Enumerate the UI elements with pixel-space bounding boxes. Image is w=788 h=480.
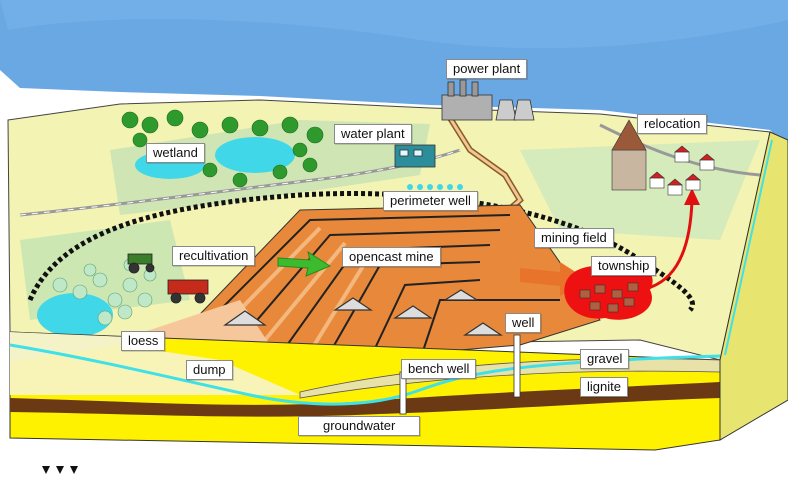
- groundwater-line: [9, 343, 721, 406]
- gravel-label: gravel: [580, 349, 630, 369]
- loess-label: loess: [121, 331, 166, 351]
- lake-west: [37, 293, 113, 337]
- wetland-label: wetland: [146, 143, 205, 163]
- lignite-label: lignite: [580, 377, 628, 397]
- power-plant-label: power plant: [446, 59, 528, 79]
- section-lignite: [10, 382, 720, 417]
- perimeter-wells: [407, 184, 463, 190]
- opencast-mine-label: opencast mine: [342, 247, 441, 267]
- relocation-village: [611, 119, 715, 196]
- bench-well-label: bench well: [401, 359, 477, 379]
- township-houses: [579, 282, 639, 313]
- water-plant-label: water plant: [334, 124, 412, 144]
- relocation-label: relocation: [637, 114, 708, 134]
- pit-rim: [27, 191, 695, 312]
- water-plant: [394, 144, 436, 168]
- recultivation-label: recultivation: [172, 246, 256, 266]
- relocation-arrow-head: [684, 188, 700, 205]
- well-label: well: [505, 313, 542, 333]
- harvester: [167, 279, 209, 304]
- power-plant: [441, 79, 535, 121]
- trees-wetland: [121, 109, 324, 188]
- mining-field-label: mining field: [534, 228, 614, 248]
- water-table-symbol: [42, 466, 78, 474]
- groundwater-label: groundwater: [298, 416, 421, 436]
- horizon-band: [0, 0, 788, 49]
- recultivation-arrow: [277, 250, 332, 277]
- well-pipe: [513, 334, 521, 398]
- wetland-pond-a: [215, 137, 295, 173]
- right-side-water: [724, 139, 773, 356]
- tractor: [127, 253, 155, 274]
- road-north-dash: [19, 149, 461, 216]
- right-side-face: [719, 131, 788, 441]
- dump-label: dump: [186, 360, 233, 380]
- township-label: township: [591, 256, 657, 276]
- perimeter-well-label: perimeter well: [383, 191, 478, 211]
- mine-benches: [199, 214, 560, 381]
- excavators: [223, 289, 503, 336]
